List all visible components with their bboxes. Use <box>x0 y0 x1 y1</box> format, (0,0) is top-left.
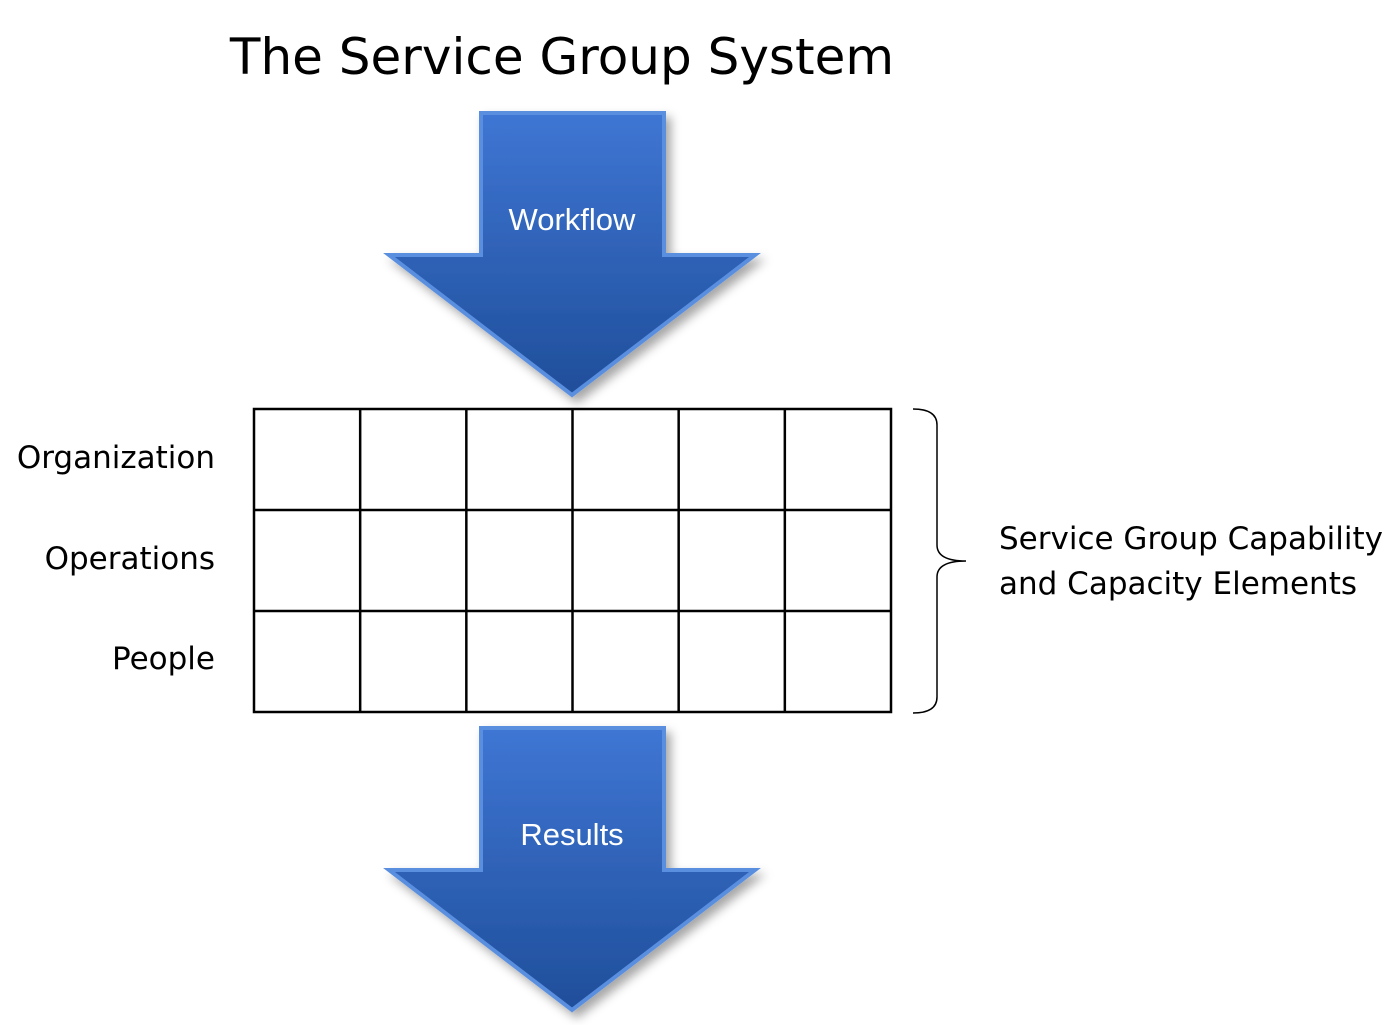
results-arrow-label: Results <box>520 817 623 852</box>
capability-label-line1: Service Group Capability <box>999 521 1383 557</box>
page-title: The Service Group System <box>229 28 894 86</box>
results-arrow: Results <box>383 726 761 1013</box>
workflow-arrow-shape <box>383 111 761 398</box>
capability-matrix <box>252 407 893 714</box>
curly-brace <box>912 408 967 714</box>
row-label-operations: Operations <box>45 541 215 577</box>
workflow-arrow: Workflow <box>383 111 761 398</box>
row-label-organization: Organization <box>17 440 215 476</box>
capability-label-line2: and Capacity Elements <box>999 566 1357 602</box>
workflow-arrow-label: Workflow <box>509 202 637 237</box>
results-arrow-shape <box>383 726 761 1013</box>
row-label-people: People <box>112 641 215 677</box>
